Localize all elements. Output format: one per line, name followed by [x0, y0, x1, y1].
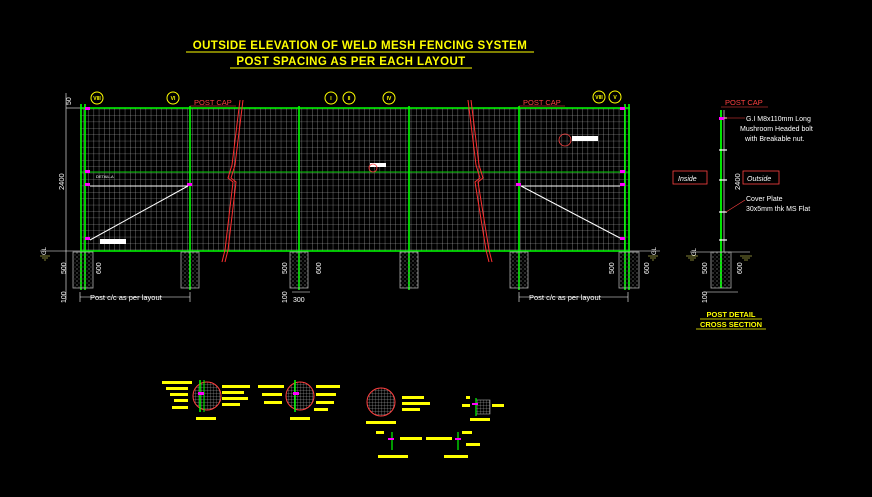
- footing: [509, 251, 529, 289]
- cs-dim-2400: 2400: [733, 173, 742, 190]
- footing: [289, 251, 309, 289]
- grid-bubble-label: VI: [171, 96, 176, 102]
- dim-500: 500: [282, 262, 289, 274]
- cs-caption-1: POST DETAIL: [706, 310, 755, 319]
- footing: [399, 251, 419, 289]
- dim-300: 300: [293, 297, 305, 304]
- brace-lines: [89, 185, 621, 241]
- title-line-1: OUTSIDE ELEVATION OF WELD MESH FENCING S…: [193, 40, 527, 52]
- dim-top-50: 50: [66, 97, 73, 105]
- grid-bubble-label: II: [348, 96, 351, 102]
- gl-label-right: GL: [652, 246, 658, 255]
- cs-bolt-note-3: with Breakable nut.: [744, 136, 805, 143]
- footing: [180, 251, 200, 289]
- cs-dim-500: 500: [702, 262, 709, 274]
- detail-circle: [285, 381, 315, 411]
- label-block: [100, 239, 126, 244]
- post-cross-section: POST CAP G.I M8x110mm Long Mushroom Head…: [672, 98, 813, 330]
- footing: [72, 251, 94, 289]
- post-cap-label-left: POST CAP: [194, 98, 232, 107]
- cs-inside-label: Inside: [678, 176, 697, 183]
- grid-bubble-label: VIII: [595, 95, 603, 101]
- cs-outside-label: Outside: [747, 176, 771, 183]
- cs-cover-plate-leader: [725, 199, 746, 213]
- detail-tag: DETAIL-A: [96, 174, 114, 179]
- dim-500: 500: [61, 262, 68, 274]
- post-cc-label-right: Post c/c as per layout: [529, 293, 602, 302]
- gl-label: GL: [42, 246, 48, 255]
- cs-bolt-note-2: Mushroom Headed bolt: [740, 126, 813, 133]
- dim-100: 100: [61, 291, 68, 303]
- dim-100: 100: [282, 291, 289, 303]
- cs-bolt-marker: [719, 117, 724, 120]
- detail-5: [376, 431, 480, 458]
- cs-cover-plate-2: 30x5mm thk MS Flat: [746, 206, 810, 213]
- weld-mesh-panel: [80, 108, 630, 251]
- footing: [618, 251, 640, 289]
- grid-bubble-label: IV: [387, 96, 392, 102]
- cs-caption-2: CROSS SECTION: [700, 320, 762, 329]
- cs-inside-box: [672, 170, 708, 185]
- ground-symbols: [40, 255, 658, 261]
- grid-bubble-label: V: [613, 95, 617, 101]
- dim-600: 600: [316, 262, 323, 274]
- cs-post-cap-label: POST CAP: [725, 98, 763, 107]
- cs-ground-symbol: [740, 255, 752, 261]
- label-block: [370, 163, 386, 167]
- footing-dimensions: 500 600 100 500 600 100 300 500 600: [61, 262, 651, 304]
- cs-cover-plate-1: Cover Plate: [746, 196, 783, 203]
- connection-details: [162, 380, 504, 458]
- cs-gl-label: GL: [692, 247, 698, 256]
- dim-height-2400: 2400: [57, 173, 66, 190]
- grid-bubble-label: VIII: [93, 96, 101, 102]
- detail-3: [366, 387, 430, 424]
- dim-600: 600: [644, 262, 651, 274]
- post-spacing-dims: [79, 291, 629, 302]
- drawing-title: OUTSIDE ELEVATION OF WELD MESH FENCING S…: [186, 40, 534, 69]
- break-lines: [221, 99, 493, 263]
- grid-bubble-label: I: [330, 96, 332, 102]
- detail-circle: [192, 381, 222, 411]
- detail-circle: [366, 387, 396, 417]
- detail-4: [462, 396, 504, 421]
- detail-markers: [85, 107, 625, 240]
- callout-circle: [368, 163, 378, 173]
- detail-1: [162, 380, 250, 420]
- detail-2: [258, 380, 340, 420]
- cs-dim-600: 600: [737, 262, 744, 274]
- cs-footing: [710, 251, 732, 289]
- cs-ground-symbol: [686, 255, 698, 261]
- cs-outside-box: [742, 170, 780, 185]
- dim-600: 600: [96, 262, 103, 274]
- fence-elevation: DETAIL-A POST CAP POST CAP VIII VI I I: [40, 90, 660, 304]
- cs-bolt-note-1: G.I M8x110mm Long: [746, 116, 811, 123]
- grid-bubbles: VIII VI I II IV VIII V: [90, 90, 622, 105]
- cs-dim-100: 100: [702, 291, 709, 303]
- label-block: [572, 136, 598, 141]
- title-line-2: POST SPACING AS PER EACH LAYOUT: [236, 56, 465, 68]
- dim-500: 500: [609, 262, 616, 274]
- callout-circle: [558, 133, 572, 147]
- post-cc-label-left: Post c/c as per layout: [90, 293, 163, 302]
- post-cap-label-right: POST CAP: [523, 98, 561, 107]
- post-footings: [72, 251, 640, 289]
